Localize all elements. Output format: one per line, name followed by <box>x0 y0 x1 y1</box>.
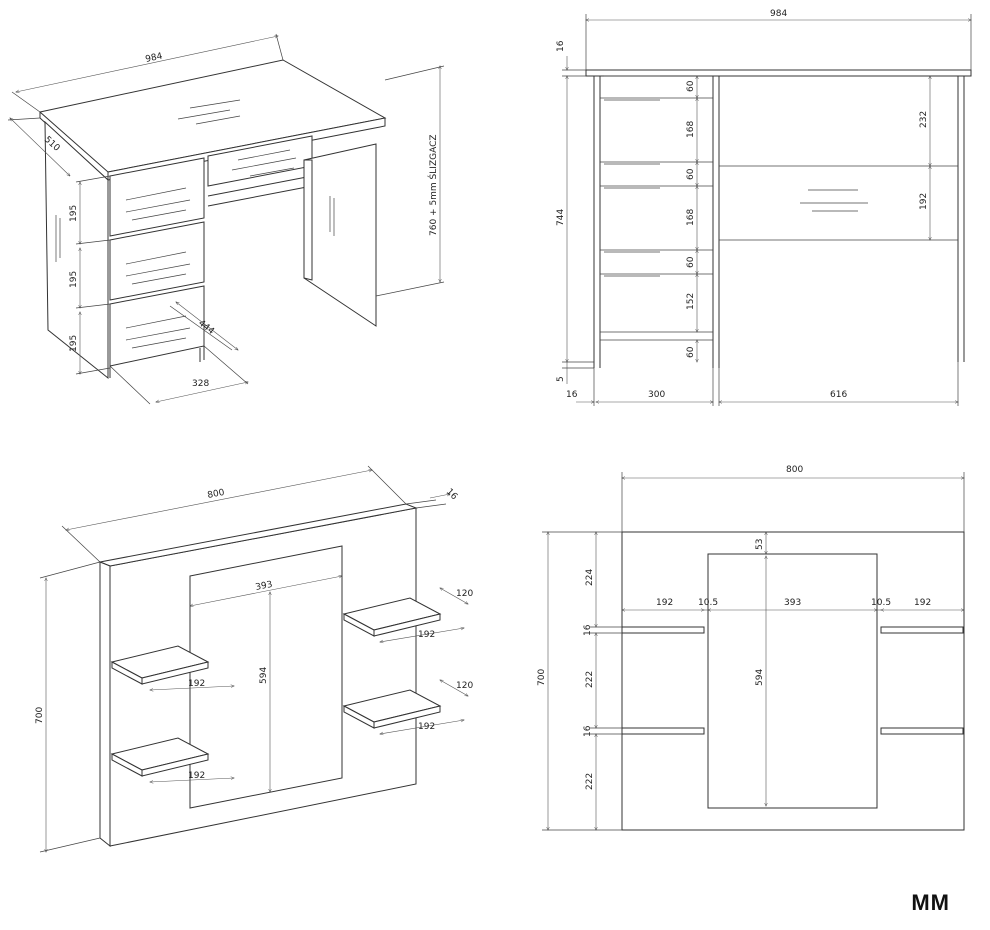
gap-2-label: 60 <box>686 168 696 180</box>
mirror-iso-thickness-label: 16 <box>444 487 459 502</box>
shelf-left-width-label: 192 <box>656 598 673 608</box>
right-upper-label: 232 <box>919 111 929 128</box>
shelf-br-width-label: 192 <box>418 722 435 732</box>
shelf-thickness-1-label: 16 <box>583 624 593 636</box>
gap-4-label: 60 <box>686 346 696 358</box>
right-drawer-label: 192 <box>919 193 929 210</box>
gap-right-label: 10.5 <box>871 598 891 608</box>
desk-front-view: 984 16 744 5 16 300 616 60 168 60 <box>556 9 972 406</box>
gap-left-label: 10.5 <box>698 598 718 608</box>
shelf-tl-width-label: 192 <box>188 679 205 689</box>
mirror-front-view: 800 700 224 16 222 16 222 53 192 10.5 39… <box>537 465 965 831</box>
section-3-label: 152 <box>686 293 696 310</box>
top-gap-label: 53 <box>755 539 765 550</box>
desk-front-height-label: 744 <box>556 209 566 226</box>
desk-front-width-label: 984 <box>770 9 787 19</box>
mirror-iso-mirror-height-label: 594 <box>259 667 269 684</box>
pedestal-side <box>44 120 109 380</box>
upper-height-label: 224 <box>585 569 595 586</box>
gap-3-label: 60 <box>686 256 696 268</box>
drawer-width-label: 328 <box>192 379 209 389</box>
desk-front-side-label: 16 <box>566 390 578 400</box>
mirror-front-width-label: 800 <box>786 465 803 475</box>
drawer-2 <box>109 221 205 301</box>
gap-1-label: 60 <box>686 80 696 92</box>
shelf-tr-depth-label: 120 <box>456 589 473 599</box>
desk-front-glide-label: 5 <box>556 376 566 382</box>
shelf-thickness-2-label: 16 <box>583 725 593 737</box>
shelf-br-depth-label: 120 <box>456 681 473 691</box>
front-shelf-tr <box>880 626 964 634</box>
shelf-bl-width-label: 192 <box>188 771 205 781</box>
desk-front-top-thickness-label: 16 <box>556 40 566 52</box>
mirror-front-glass <box>707 553 878 809</box>
mirror-isometric-view: 800 16 700 393 594 192 192 192 192 120 1… <box>35 465 473 852</box>
mirror-front-height-label: 700 <box>537 669 547 686</box>
section-1-label: 168 <box>686 121 696 138</box>
desk-iso-width-label: 984 <box>145 52 164 65</box>
mirror-iso-width-label: 800 <box>207 488 226 501</box>
desk-isometric-view: 984 510 760 + 5mm ŚLIZGACZ 195 195 195 4… <box>7 33 445 405</box>
right-side-panel <box>303 143 377 327</box>
drawer-height-3-label: 195 <box>69 335 79 352</box>
front-shelf-bl <box>621 727 705 735</box>
brand-logo: MM <box>911 890 950 915</box>
mirror-iso-height-label: 700 <box>35 707 45 724</box>
drawer-height-1-label: 195 <box>69 205 79 222</box>
front-shelf-tl <box>621 626 705 634</box>
section-2-label: 168 <box>686 209 696 226</box>
mirror-glass <box>189 545 343 809</box>
desk-front-top <box>585 69 972 77</box>
desk-iso-height-label: 760 + 5mm ŚLIZGACZ <box>427 134 439 236</box>
desk-front-left-width-label: 300 <box>648 390 665 400</box>
mirror-board-side <box>99 561 111 848</box>
drawer-height-2-label: 195 <box>69 271 79 288</box>
shelf-right-width-label: 192 <box>914 598 931 608</box>
front-shelf-br <box>880 727 964 735</box>
shelf-tr-width-label: 192 <box>418 630 435 640</box>
mirror-iso-mirror-width-label: 393 <box>255 580 274 593</box>
middle-height-label: 222 <box>585 671 595 688</box>
drawer-3 <box>109 285 205 367</box>
desk-front-right-width-label: 616 <box>830 390 847 400</box>
lower-height-label: 222 <box>585 773 595 790</box>
mirror-width-label: 393 <box>784 598 801 608</box>
drawer-1 <box>109 157 205 237</box>
mirror-front-mirror-height-label: 594 <box>755 669 765 686</box>
